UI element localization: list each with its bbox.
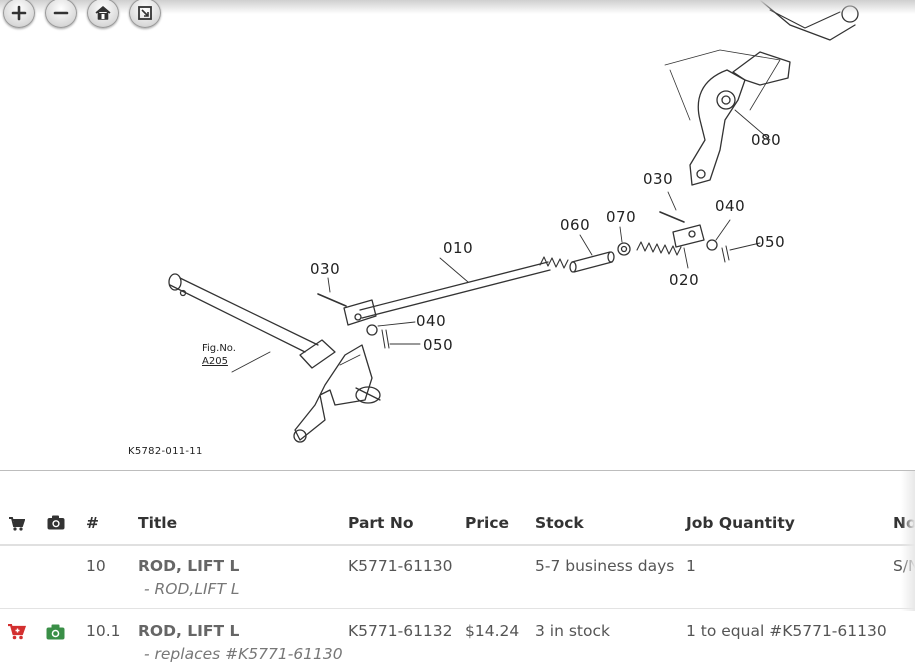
header-title[interactable]: Title xyxy=(138,514,178,532)
callout-020[interactable]: 020 xyxy=(669,271,700,289)
camera-icon xyxy=(47,515,65,530)
cart-icon xyxy=(9,517,25,531)
parts-diagram xyxy=(168,0,859,443)
view-photo-icon[interactable] xyxy=(46,624,65,640)
diagram-viewer[interactable]: 080 030 040 050 060 070 010 020 030 040 … xyxy=(0,0,915,470)
row-stock: 5-7 business days xyxy=(535,557,675,575)
callout-030-left[interactable]: 030 xyxy=(310,260,341,278)
row-subtitle: - ROD,LIFT L xyxy=(144,580,240,598)
row-title[interactable]: ROD, LIFT L xyxy=(138,557,240,575)
viewer-divider xyxy=(0,470,915,471)
table-row[interactable]: 10 ROD, LIFT L - ROD,LIFT L K5771-61130 … xyxy=(0,546,915,609)
plus-icon xyxy=(11,5,27,21)
callout-040-left[interactable]: 040 xyxy=(416,312,447,330)
fig-number: A205 xyxy=(202,356,228,367)
row-number: 10 xyxy=(86,557,106,575)
row-title[interactable]: ROD, LIFT L xyxy=(138,622,240,640)
table-row[interactable]: 10.1 ROD, LIFT L - replaces #K5771-61130… xyxy=(0,609,915,669)
header-price[interactable]: Price xyxy=(465,514,510,532)
parts-table: # Title Part No Price Stock Job Quantity… xyxy=(0,471,915,667)
home-icon xyxy=(95,6,111,20)
zoom-in-button[interactable] xyxy=(3,0,35,28)
row-subtitle: - replaces #K5771-61130 xyxy=(144,645,343,663)
row-part-no: K5771-61132 xyxy=(348,622,453,640)
row-job-quantity: 1 xyxy=(686,557,696,575)
callout-080[interactable]: 080 xyxy=(751,131,782,149)
row-part-no: K5771-61130 xyxy=(348,557,453,575)
zoom-out-button[interactable] xyxy=(45,0,77,28)
callout-010[interactable]: 010 xyxy=(443,239,474,257)
row-job-quantity: 1 to equal #K5771-61130 xyxy=(686,622,887,640)
callout-050-left[interactable]: 050 xyxy=(423,336,454,354)
fit-screen-button[interactable] xyxy=(129,0,161,28)
add-to-cart-icon[interactable] xyxy=(8,624,27,640)
scroll-fade xyxy=(901,471,915,611)
fig-reference: Fig.No. A205 xyxy=(202,342,236,368)
row-stock: 3 in stock xyxy=(535,622,610,640)
viewer-shadow xyxy=(0,0,915,14)
minus-icon xyxy=(53,11,69,15)
table-header: # Title Part No Price Stock Job Quantity… xyxy=(0,471,915,546)
callout-060[interactable]: 060 xyxy=(560,216,591,234)
callout-050-right[interactable]: 050 xyxy=(755,233,786,251)
header-part-no[interactable]: Part No xyxy=(348,514,414,532)
callout-070[interactable]: 070 xyxy=(606,208,637,226)
callout-040-right[interactable]: 040 xyxy=(715,197,746,215)
home-button[interactable] xyxy=(87,0,119,28)
header-stock[interactable]: Stock xyxy=(535,514,584,532)
header-job-quantity[interactable]: Job Quantity xyxy=(686,514,795,532)
row-number: 10.1 xyxy=(86,622,121,640)
fig-label-text: Fig.No. xyxy=(202,343,236,354)
drawing-reference: K5782-011-11 xyxy=(128,446,203,457)
callout-030-right[interactable]: 030 xyxy=(643,170,674,188)
row-price: $14.24 xyxy=(465,622,520,640)
header-number: # xyxy=(86,514,99,532)
fullscreen-icon xyxy=(138,6,152,20)
